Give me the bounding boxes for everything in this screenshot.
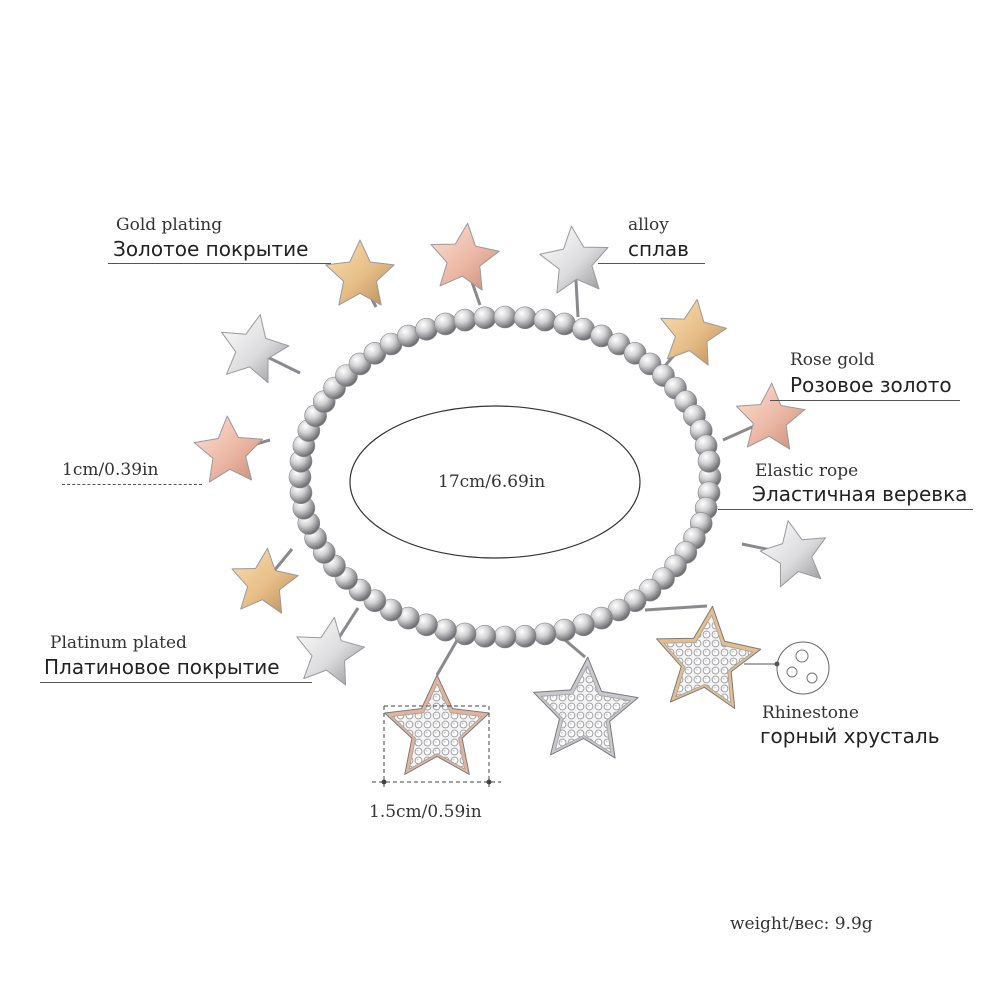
platinum-plated-label-ru: Платиновое покрытие: [44, 655, 280, 679]
bead: [493, 625, 517, 649]
bead: [572, 613, 595, 637]
elastic-rope-leader: [718, 509, 973, 510]
platinum-plated-label-en: Platinum plated: [50, 633, 187, 653]
star-charm: [296, 616, 365, 686]
star-charm: [231, 547, 299, 614]
charm-size-label: 1cm/0.39in: [62, 460, 159, 480]
bead: [553, 312, 576, 336]
platinum-plated-leader: [40, 682, 312, 683]
rhinestone-inlay: [540, 665, 631, 753]
bead: [453, 622, 477, 646]
star-charm: [539, 225, 609, 294]
star-charm: [193, 415, 264, 483]
rhinestone-label-en: Rhinestone: [762, 703, 859, 723]
rhinestone-label-ru: горный хрусталь: [760, 724, 940, 748]
inner-size-label: 17cm/6.69in: [438, 472, 546, 492]
alloy-leader: [598, 263, 705, 264]
bead: [533, 622, 557, 646]
bead: [553, 618, 576, 642]
pendant-width-marks: [372, 705, 501, 790]
star-charm: [430, 222, 500, 291]
bead: [533, 308, 557, 332]
star-charm: [221, 314, 290, 384]
pendant-size-label: 1.5cm/0.59in: [369, 802, 482, 822]
bead: [697, 449, 721, 473]
star-charm: [325, 239, 395, 306]
bead-strand: [288, 305, 722, 649]
alloy-label-en: alloy: [628, 215, 669, 235]
bead: [434, 312, 457, 336]
alloy-label-ru: сплав: [628, 237, 689, 261]
rose-gold-label-ru: Розовое золото: [790, 373, 952, 397]
elastic-rope-label-en: Elastic rope: [755, 461, 859, 481]
charm-size-leader: [62, 484, 202, 485]
rose-gold-leader: [770, 400, 960, 401]
elastic-rope-label-ru: Эластичная веревка: [752, 482, 968, 506]
star-charm: [660, 298, 727, 366]
weight-label: weight/вес: 9.9g: [730, 914, 873, 934]
gold-plating-label-ru: Золотое покрытие: [113, 237, 309, 261]
gold-plating-label-en: Gold plating: [116, 215, 223, 235]
size-ellipse: [349, 405, 641, 559]
gold-plating-leader: [108, 263, 331, 264]
bead: [473, 306, 497, 330]
bead: [415, 317, 438, 341]
star-charms: [193, 222, 826, 775]
bead: [434, 618, 457, 642]
rhinestone-inlay: [391, 683, 483, 770]
rhinestone-inlay: [663, 614, 754, 703]
bead: [513, 624, 537, 648]
bead: [513, 306, 537, 330]
star-charm: [759, 520, 826, 588]
rose-gold-label-en: Rose gold: [790, 350, 875, 370]
bead: [453, 308, 477, 332]
bead: [473, 624, 497, 648]
star-charm: [735, 382, 806, 450]
rhinestone-icon: [744, 641, 830, 695]
bead: [493, 305, 517, 329]
